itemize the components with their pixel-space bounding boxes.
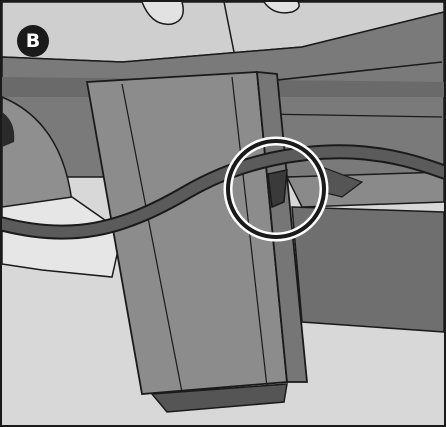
support-bar [291,206,444,333]
tray-cutout-left [141,2,184,26]
leg-foot [150,383,288,413]
cord-clip [267,169,288,209]
magnifier-circle-outline [226,139,326,239]
leg-crease [121,83,183,393]
step-letter-badge: B [17,25,49,57]
left-small-knob [2,112,15,147]
gas-hose-fill [2,146,444,238]
tray-seam [223,2,235,53]
grill-leg-side [255,70,308,383]
tray-cutout-right [263,2,300,14]
right-bracket [285,171,444,208]
